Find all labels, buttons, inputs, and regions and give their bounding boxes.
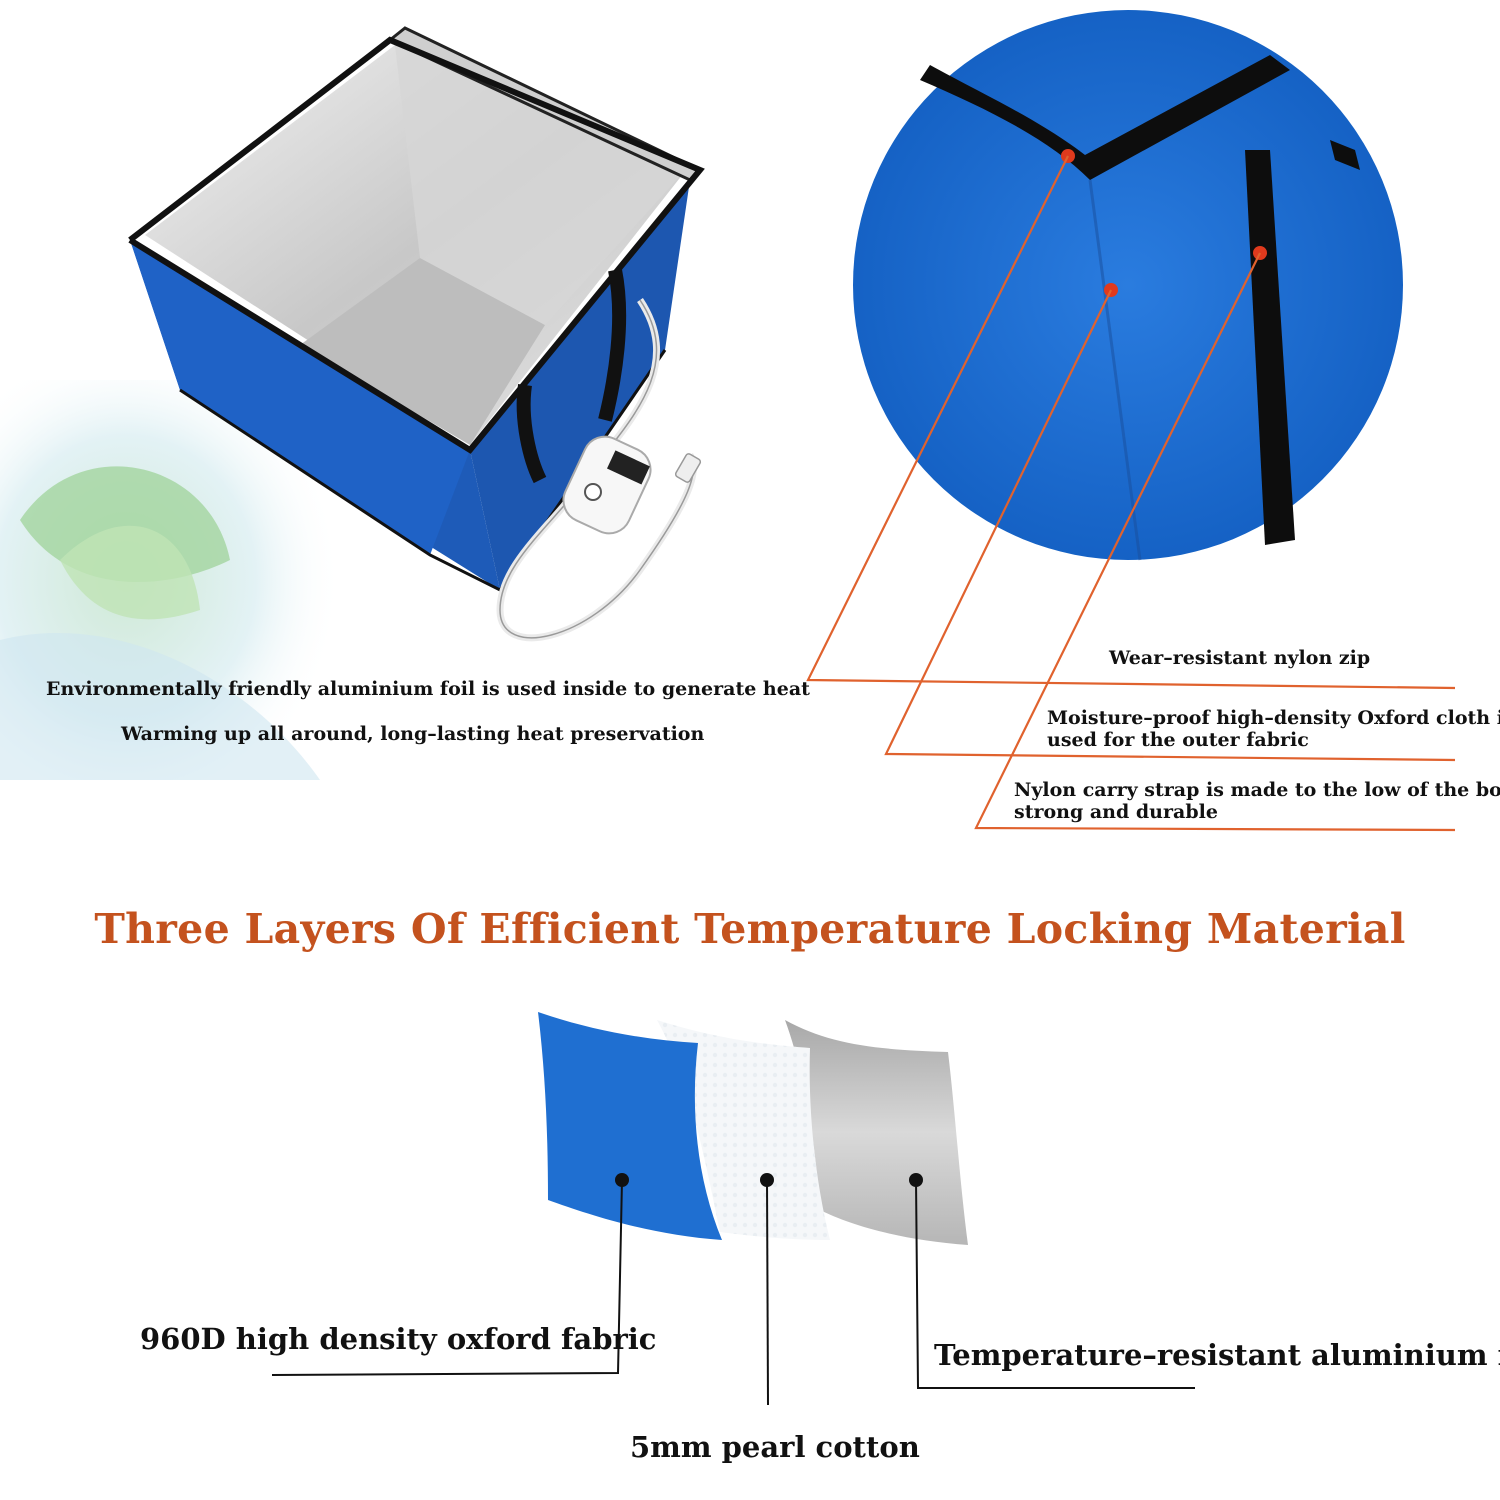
- layer-label-aluminium-foil: Temperature–resistant aluminium foil: [934, 1338, 1500, 1372]
- caption-warming: Warming up all around, long–lasting heat…: [121, 723, 705, 745]
- section-headline: Three Layers Of Efficient Temperature Lo…: [94, 905, 1406, 953]
- layer-label-pearl-cotton: 5mm pearl cotton: [630, 1430, 920, 1464]
- layers-illustration: [538, 1012, 968, 1245]
- zoom-detail-circle: [853, 10, 1403, 561]
- layer-label-oxford: 960D high density oxford fabric: [140, 1322, 657, 1356]
- callout-lines: [806, 155, 1456, 832]
- callout-oxford-cloth-line2: used for the outer fabric: [1047, 729, 1309, 751]
- callout-carry-strap-line1: Nylon carry strap is made to the low of …: [1014, 779, 1500, 801]
- callout-oxford-cloth-line1: Moisture–proof high–density Oxford cloth…: [1047, 707, 1500, 729]
- callout-carry-strap-line2: strong and durable: [1014, 801, 1218, 823]
- heated-bag-image: [128, 26, 705, 642]
- caption-aluminium-foil: Environmentally friendly aluminium foil …: [46, 678, 810, 700]
- layer-leader-lines: [271, 1179, 1195, 1406]
- callout-nylon-zip: Wear–resistant nylon zip: [1109, 647, 1371, 669]
